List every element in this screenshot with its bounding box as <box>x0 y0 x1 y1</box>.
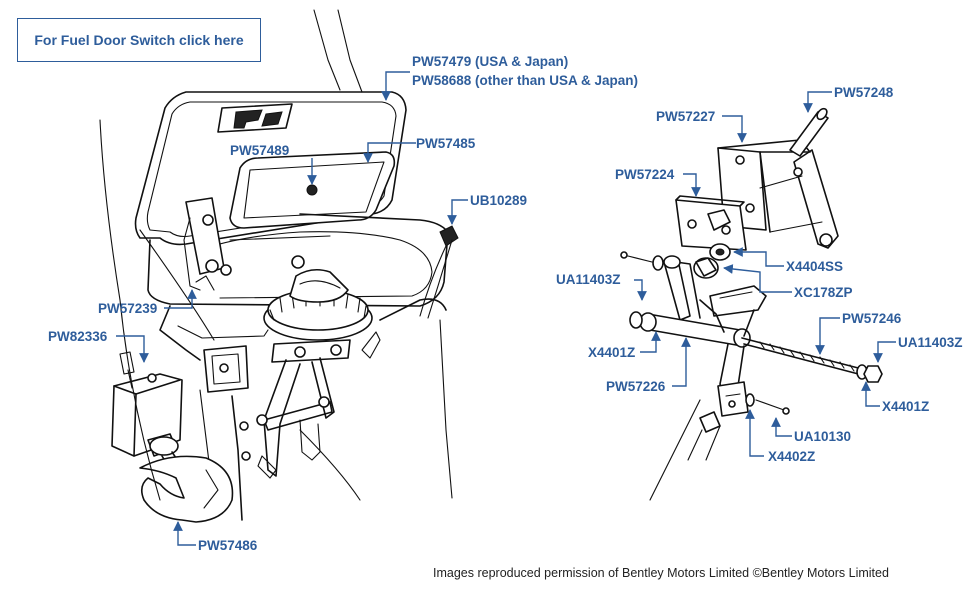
part-label-pw58688[interactable]: PW58688 (other than USA & Japan) <box>412 73 639 88</box>
part-label-pw57224[interactable]: PW57224 <box>615 167 675 182</box>
part-label-pw57248[interactable]: PW57248 <box>834 85 894 100</box>
part-label-x4402z[interactable]: X4402Z <box>768 449 816 464</box>
part-label-pw57246[interactable]: PW57246 <box>842 311 902 326</box>
part-label-xc178zp[interactable]: XC178ZP <box>794 285 853 300</box>
part-label-pw57486[interactable]: PW57486 <box>198 538 258 553</box>
part-label-pw57227[interactable]: PW57227 <box>656 109 716 124</box>
fuel-door-switch-link[interactable]: For Fuel Door Switch click here <box>17 18 261 62</box>
copyright-credit: Images reproduced permission of Bentley … <box>433 566 889 580</box>
part-label-ua10130[interactable]: UA10130 <box>794 429 852 444</box>
part-label-pw82336[interactable]: PW82336 <box>48 329 108 344</box>
part-label-pw57226[interactable]: PW57226 <box>606 379 666 394</box>
part-label-x4401z-right[interactable]: X4401Z <box>882 399 930 414</box>
release-mechanism-drawing <box>620 107 883 501</box>
part-label-ua11403z-left[interactable]: UA11403Z <box>556 272 621 287</box>
part-label-ua11403z-right[interactable]: UA11403Z <box>898 335 963 350</box>
leader-lines <box>116 71 896 546</box>
part-label-pw57479[interactable]: PW57479 (USA & Japan) <box>412 54 569 69</box>
part-label-pw57489[interactable]: PW57489 <box>230 143 290 158</box>
part-label-x4401z-left[interactable]: X4401Z <box>588 345 636 360</box>
part-label-x4404ss[interactable]: X4404SS <box>786 259 844 274</box>
part-label-ub10289[interactable]: UB10289 <box>470 193 528 208</box>
part-label-pw57485[interactable]: PW57485 <box>416 136 476 151</box>
fuel-filler-drawing <box>99 9 459 523</box>
part-label-pw57239[interactable]: PW57239 <box>98 301 158 316</box>
